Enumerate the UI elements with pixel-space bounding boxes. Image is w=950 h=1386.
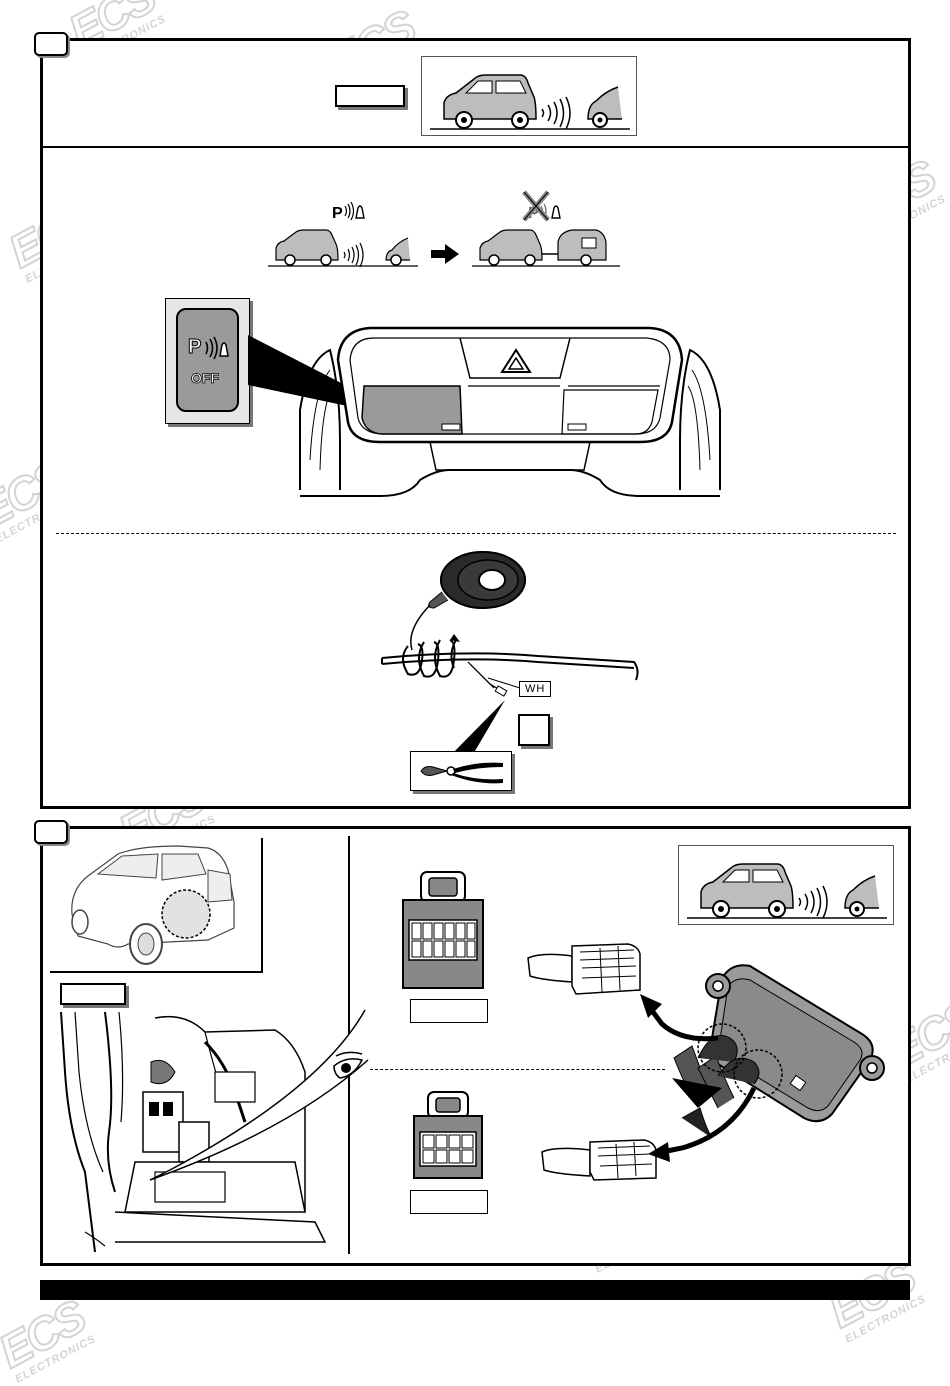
connector-label-box — [410, 1190, 488, 1214]
parking-sensor-off-illustration: P — [472, 190, 620, 267]
trunk-interior-illustration — [60, 1011, 327, 1253]
pliers-callout-wedge — [450, 700, 505, 756]
side-cutter-pliers-icon — [420, 762, 503, 784]
note-box — [518, 714, 550, 746]
pliers-box — [410, 751, 512, 791]
parking-sensor-image — [678, 845, 894, 925]
suv-location-image — [50, 838, 263, 973]
dashed-divider — [370, 1069, 665, 1070]
section-label-box — [335, 85, 405, 107]
section-label-box — [60, 983, 126, 1005]
control-module-illustration — [527, 943, 885, 1181]
car-parking-sensor-icon — [430, 74, 630, 130]
sound-waves-icon — [205, 336, 229, 360]
car-parking-sensor-icon — [687, 863, 887, 919]
parking-sensor-on-illustration: P — [268, 201, 418, 268]
tape-wrap-illustration — [381, 551, 639, 697]
wire-color-tag: WH — [519, 681, 552, 697]
connector-12pin-icon — [402, 871, 484, 989]
tape-roll-icon — [428, 551, 526, 609]
footer-bar — [40, 1280, 910, 1300]
suv-rear-illustration — [71, 845, 235, 965]
parking-sensor-symbol: P — [332, 205, 343, 222]
dashboard-console-illustration — [299, 326, 721, 497]
divider — [42, 146, 909, 148]
connector-label-box — [410, 999, 488, 1023]
svg-text:P: P — [528, 205, 539, 222]
parking-sensor-image — [421, 56, 637, 136]
parking-off-button[interactable]: P OFF — [176, 308, 239, 412]
eye-icon — [333, 1051, 364, 1079]
step-number-tab — [34, 820, 68, 844]
view-direction-illustration — [149, 1009, 369, 1181]
connector-8pin-icon — [413, 1091, 483, 1179]
step-number-tab — [34, 32, 68, 56]
button-off-text: OFF — [191, 370, 220, 387]
arrow-right-icon — [431, 244, 459, 264]
parking-sensor-symbol: P — [187, 336, 202, 359]
dashed-divider — [56, 533, 896, 534]
